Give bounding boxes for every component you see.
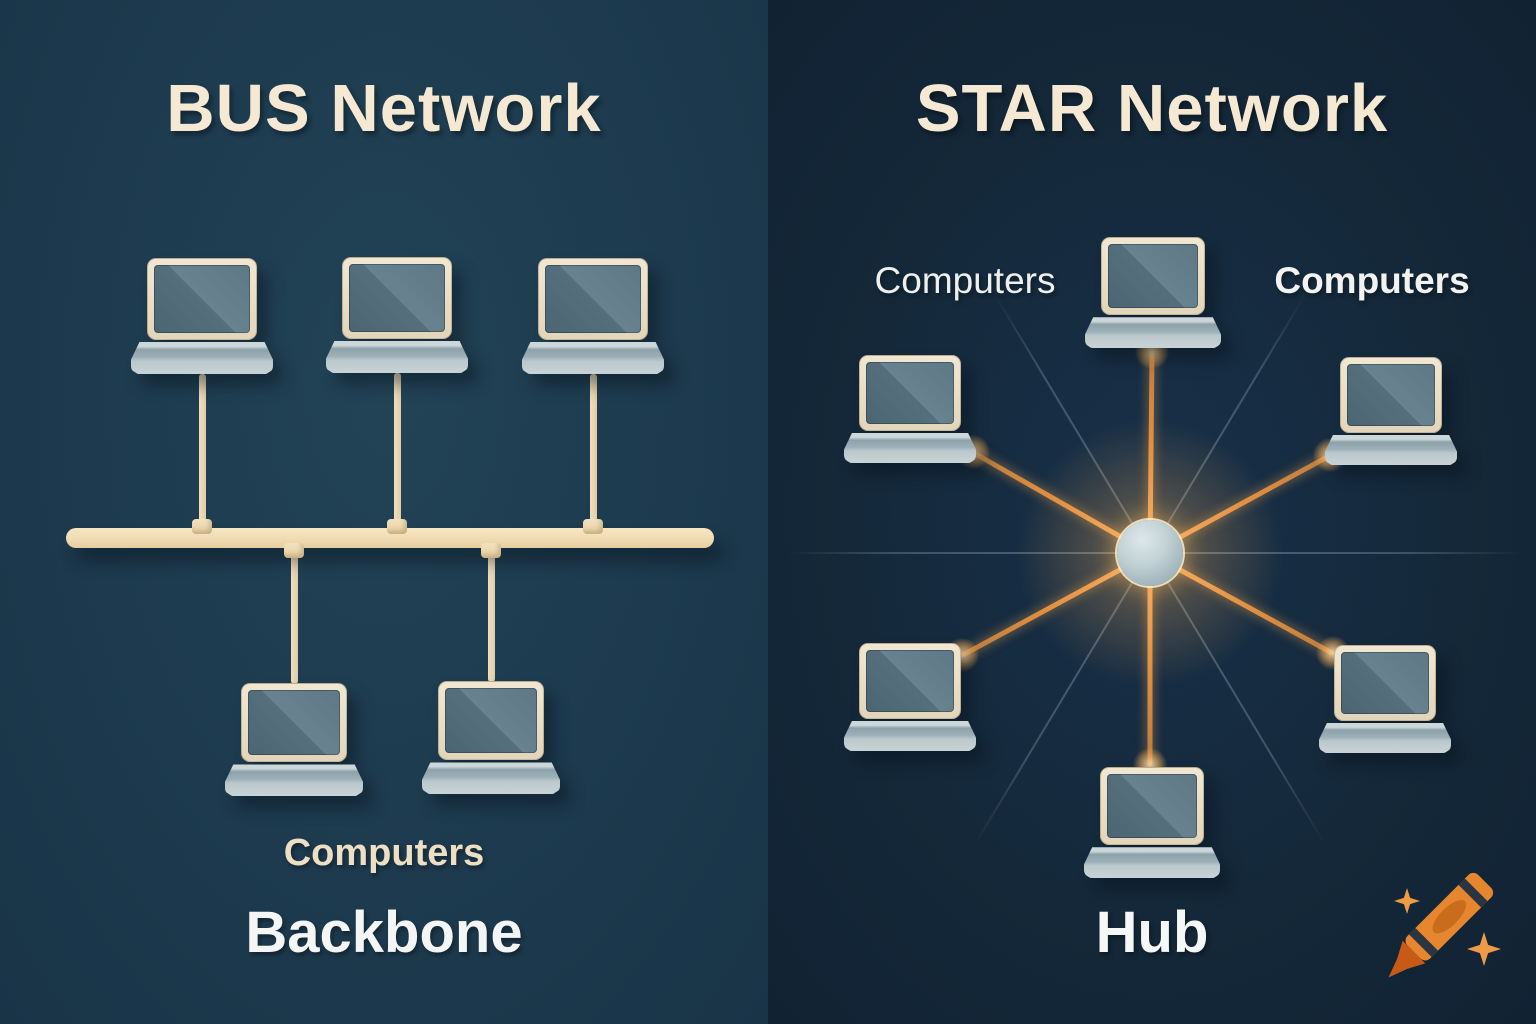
sparkle-icon xyxy=(1394,888,1501,966)
star-computers-label-right: Computers xyxy=(1274,260,1470,301)
bus-drop-line xyxy=(589,374,597,530)
star-computer-icon xyxy=(1085,237,1221,349)
laptop-base xyxy=(131,341,273,375)
laptop-base xyxy=(1325,434,1457,466)
star-computer-icon xyxy=(1084,767,1220,879)
backbone-tap-connector xyxy=(583,519,603,534)
laptop-display xyxy=(1347,364,1435,426)
bus-computers-label: Computers xyxy=(283,832,485,874)
backbone-tap-connector xyxy=(481,543,501,558)
laptop-display xyxy=(444,688,538,754)
laptop-screen xyxy=(1100,237,1206,316)
bus-computer-icon xyxy=(131,258,273,375)
laptop-base xyxy=(1085,317,1221,349)
bus-drop-line xyxy=(487,546,495,682)
star-computer-icon xyxy=(844,355,976,464)
bus-network-title: BUS Network xyxy=(166,71,602,146)
laptop-screen xyxy=(538,258,648,340)
star-computers-label-left: Computers xyxy=(874,260,1056,301)
star-computer-icon xyxy=(844,643,976,752)
bus-panel-background xyxy=(0,0,768,1024)
star-computer-icon xyxy=(1319,645,1451,754)
laptop-screen xyxy=(147,258,257,340)
laptop-display xyxy=(247,690,341,756)
backbone-tap-connector xyxy=(387,519,407,534)
bus-computer-icon xyxy=(422,681,560,794)
laptop-screen xyxy=(1099,767,1205,846)
laptop-display xyxy=(545,265,641,333)
backbone-tap-connector xyxy=(192,519,212,534)
laptop-display xyxy=(866,362,954,424)
laptop-base xyxy=(522,341,664,375)
laptop-display xyxy=(154,265,250,333)
laptop-screen xyxy=(342,257,452,339)
star-network-title: STAR Network xyxy=(915,71,1389,146)
laptop-base xyxy=(225,764,363,796)
bus-drop-line xyxy=(290,546,298,684)
laptop-base xyxy=(326,340,468,374)
laptop-screen xyxy=(240,683,348,763)
laptop-screen xyxy=(1334,645,1436,721)
laptop-base xyxy=(1319,722,1451,754)
backbone-tap-connector xyxy=(284,543,304,558)
laptop-screen xyxy=(859,355,961,431)
bus-backbone-label: Backbone xyxy=(245,900,523,965)
laptop-display xyxy=(1341,652,1429,714)
laptop-base xyxy=(844,432,976,464)
bus-computer-icon xyxy=(326,257,468,374)
bus-drop-line xyxy=(198,374,206,530)
laptop-screen xyxy=(437,681,545,761)
bus-computer-icon xyxy=(522,258,664,375)
laptop-screen xyxy=(859,643,961,719)
crayon-logo-icon xyxy=(1388,872,1501,978)
star-hub-label: Hub xyxy=(1095,900,1209,965)
hub-node xyxy=(1117,520,1183,586)
bus-drop-line xyxy=(393,373,401,530)
backbone-bar xyxy=(66,528,714,548)
laptop-display xyxy=(1106,774,1198,839)
laptop-display xyxy=(349,264,445,332)
star-computer-icon xyxy=(1325,357,1457,466)
laptop-base xyxy=(844,720,976,752)
laptop-display xyxy=(1107,244,1199,309)
laptop-screen xyxy=(1340,357,1442,433)
bus-computer-icon xyxy=(225,683,363,796)
laptop-base xyxy=(422,762,560,794)
laptop-display xyxy=(866,650,954,712)
laptop-base xyxy=(1084,847,1220,879)
hub-faint-ray xyxy=(1150,552,1522,554)
